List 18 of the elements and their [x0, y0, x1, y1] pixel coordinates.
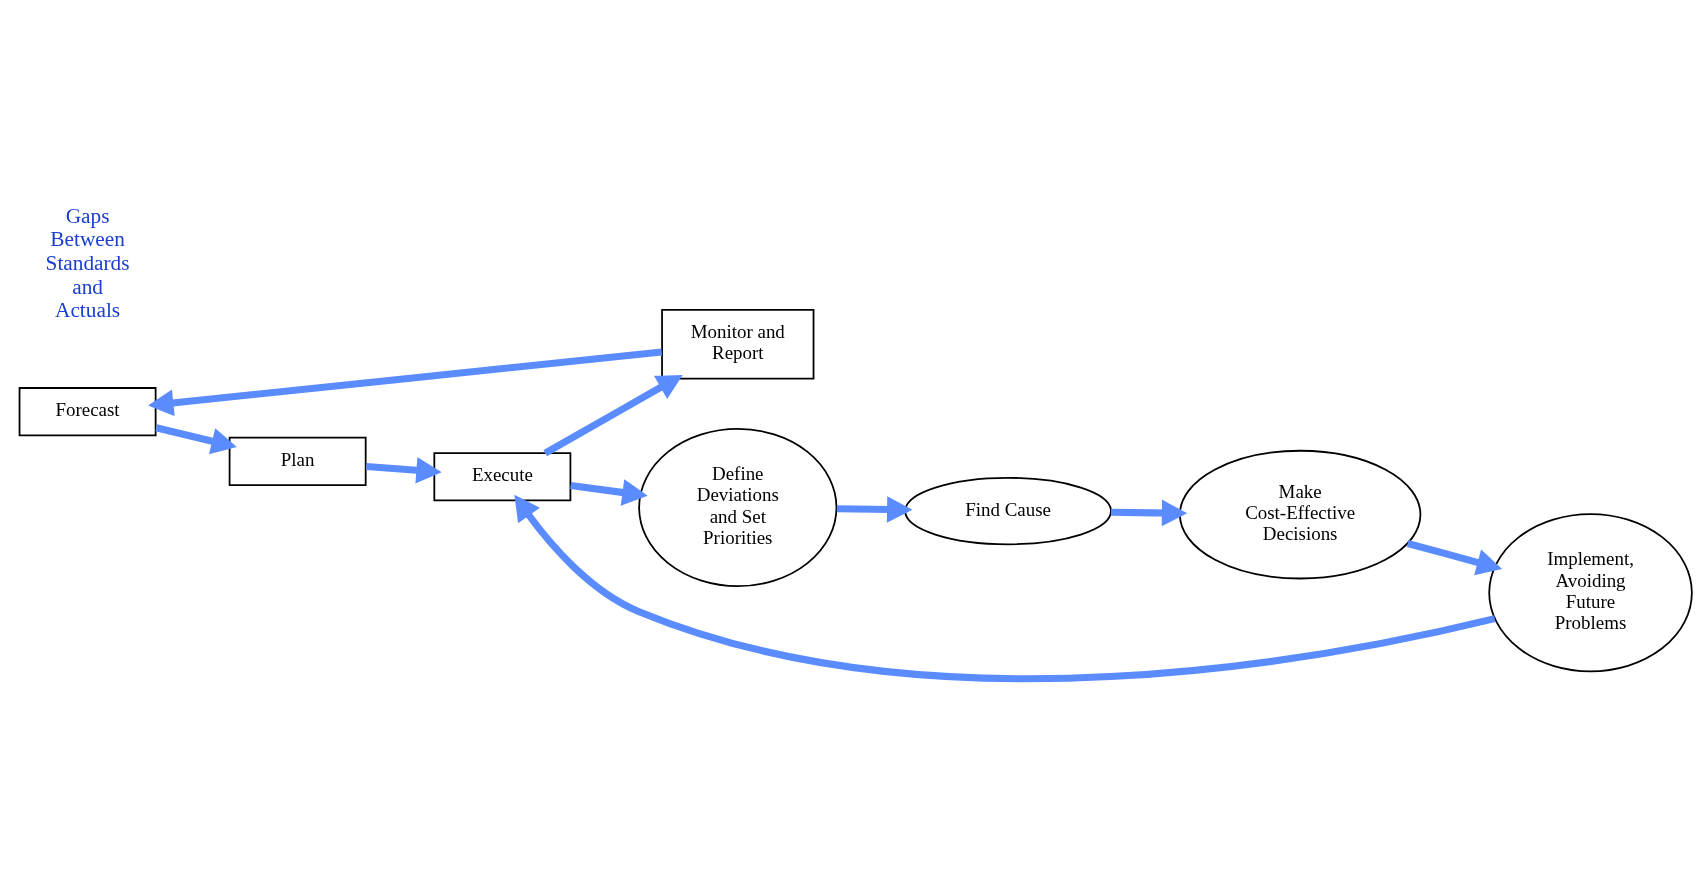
arrow — [148, 348, 662, 417]
node-box: Execute — [433, 452, 572, 502]
arrow — [836, 496, 913, 523]
node-ellipse: Define Deviations and Set Priorities — [638, 428, 838, 588]
arrow — [514, 494, 1496, 683]
node-box: Plan — [228, 436, 367, 486]
arrow — [155, 424, 237, 455]
arrow — [543, 374, 683, 457]
arrow — [570, 479, 648, 506]
node-box: Monitor and Report — [661, 309, 815, 380]
node-ellipse: Find Cause — [904, 476, 1112, 546]
label: Gaps Between Standards and Actuals — [45, 203, 130, 323]
node-ellipse: Implement, Avoiding Future Problems — [1488, 513, 1693, 673]
node-ellipse: Make Cost-Effective Decisions — [1178, 449, 1422, 580]
node-box: Forecast — [18, 387, 157, 437]
arrow — [1406, 540, 1503, 576]
arrow — [365, 457, 442, 484]
arrow — [1110, 499, 1188, 527]
